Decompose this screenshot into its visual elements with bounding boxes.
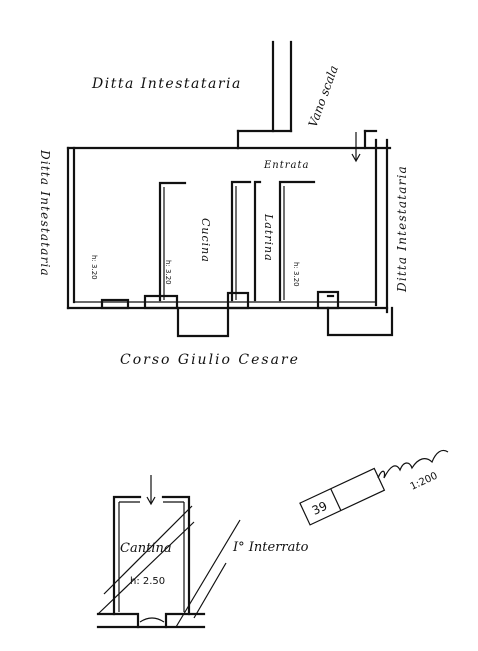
neighbor-right-label: Ditta Intestataria [395,165,409,293]
front-step-right [326,306,394,337]
pillar-3 [226,291,250,310]
pillar-4 [316,290,340,310]
cellar-door [139,617,165,623]
section-line-1 [103,505,193,595]
neighbor-top-label: Ditta Intestataria [91,76,242,92]
section-line-2 [97,521,195,615]
street-label: Corso Giulio Cesare [120,352,300,368]
pillar-2 [143,294,179,310]
section-line-3 [175,519,241,628]
kitchen-left-partition [158,181,187,302]
cellar-height-label: h: 2.50 [130,576,165,587]
height-label-1: h: 3.20 [90,255,98,280]
section-line-4 [193,562,227,619]
neighbor-left-label: Ditta Intestataria [38,149,52,277]
cellar-top-right [161,495,191,616]
entrance-arrow-icon [351,132,361,163]
front-step-left [176,306,230,338]
ground-floor-plan [66,40,394,338]
toilet-label: Latrina [262,213,275,262]
basement-plan [96,475,241,629]
archive-stamp: 39 [299,467,386,526]
toilet-partition [253,180,262,302]
stair-label: Vano scala [306,64,341,129]
stamp-scale: 1:200 [409,471,440,493]
stamp-number: 39 [310,499,330,518]
entrance-label: Entrata [263,160,309,171]
cellar-top-left [112,495,142,616]
pillar-1 [100,298,130,310]
cellar-label: Cantina [120,541,172,556]
room-right-partition [278,180,316,302]
height-label-3: h: 3.20 [292,262,300,287]
kitchen-right-partition [230,180,252,302]
kitchen-label: Cucina [199,218,212,263]
cellar-entry-arrow-icon [146,475,156,506]
cellar-bottom-left [96,612,140,629]
height-label-2: h: 3.20 [164,260,172,285]
cellar-bottom-right [164,612,206,629]
signature-scribble [377,449,449,479]
basement-level-label: I° Interrato [232,540,309,555]
